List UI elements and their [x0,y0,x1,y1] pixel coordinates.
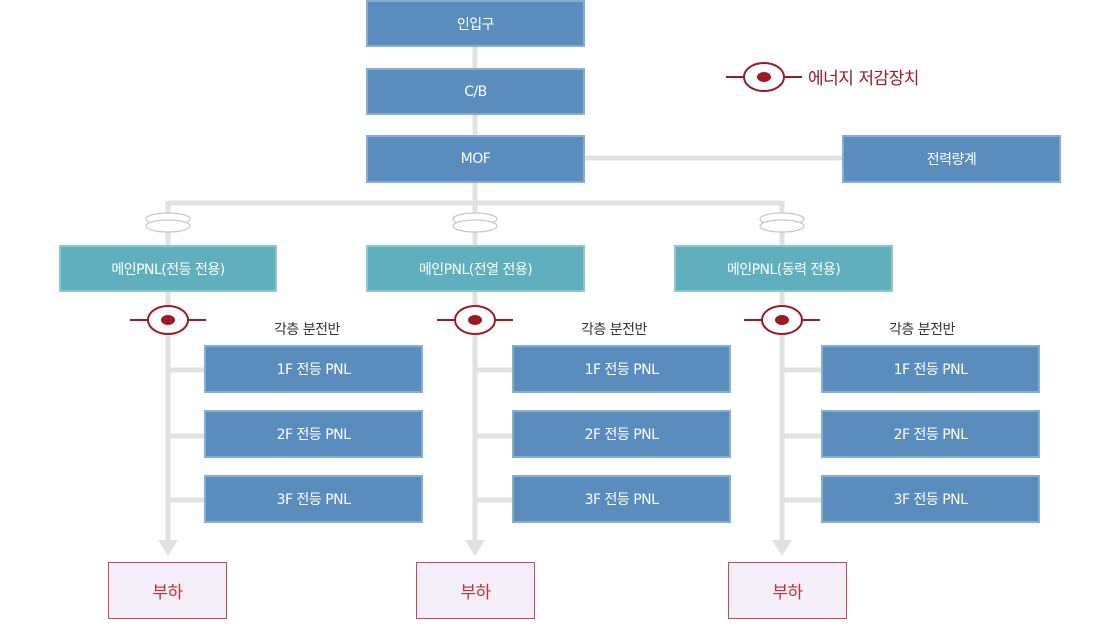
main-panel-heating: 메인PNL(전열 전용) [366,245,585,292]
current-transformer-icon [452,212,498,233]
load-box: 부하 [108,562,227,619]
floor-panel-3f: 3F 전등 PNL [512,475,731,523]
current-transformer-icon [145,212,191,233]
floor-panel-3f: 3F 전등 PNL [821,475,1040,523]
main-panel-lighting: 메인PNL(전등 전용) [59,245,277,292]
arrow-down-icon [158,540,178,556]
legend-label: 에너지 저감장치 [808,69,919,89]
panel-caption: 각층 분전반 [274,322,340,338]
arrow-down-icon [465,540,485,556]
mof-box: MOF [366,135,585,183]
floor-panel-2f: 2F 전등 PNL [512,410,731,458]
power-meter-box: 전력량계 [842,135,1061,183]
floor-panel-1f: 1F 전등 PNL [204,345,423,393]
current-transformer-icon [759,212,805,233]
load-box: 부하 [416,562,535,619]
entrance-box: 인입구 [366,0,585,47]
panel-caption: 각층 분전반 [581,322,647,338]
energy-saver-icon [744,305,820,335]
floor-panel-1f: 1F 전등 PNL [512,345,731,393]
main-panel-power: 메인PNL(동력 전용) [674,245,893,292]
floor-panel-3f: 3F 전등 PNL [204,475,423,523]
floor-panel-1f: 1F 전등 PNL [821,345,1040,393]
energy-saver-icon [437,305,513,335]
circuit-breaker-box: C/B [366,68,585,115]
energy-saver-icon [130,305,206,335]
legend-energy-saver-icon [726,62,802,92]
arrow-down-icon [772,540,792,556]
floor-panel-2f: 2F 전등 PNL [821,410,1040,458]
load-box: 부하 [728,562,847,619]
panel-caption: 각층 분전반 [889,322,955,338]
floor-panel-2f: 2F 전등 PNL [204,410,423,458]
